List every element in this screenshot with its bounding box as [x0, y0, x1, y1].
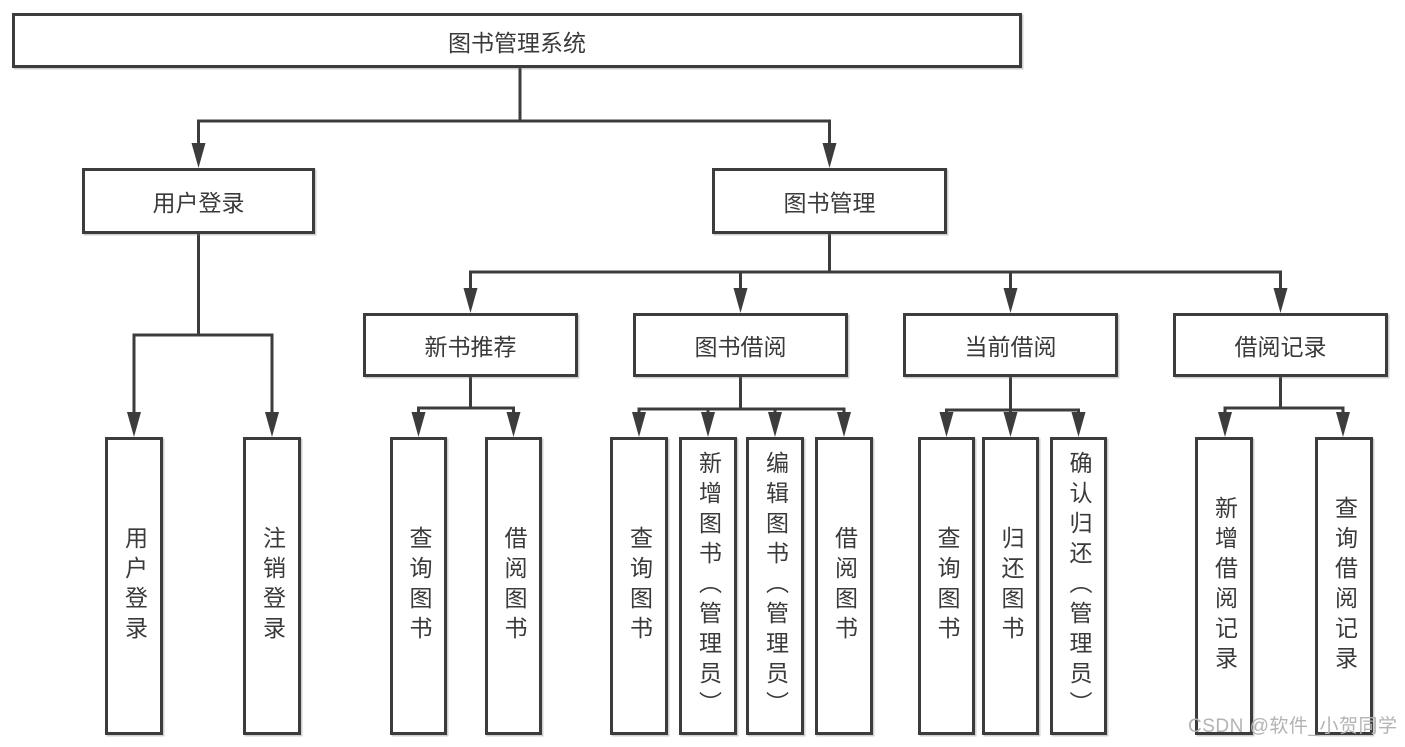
arrowhead	[265, 412, 279, 437]
arrowhead	[939, 412, 954, 437]
edge-newbooks-to-leaves	[417, 377, 515, 420]
leaf-add-borrow-record: 新增借阅记录	[1195, 437, 1253, 735]
arrowhead	[632, 412, 646, 437]
node-system-root: 图书管理系统	[12, 13, 1022, 68]
arrowhead	[701, 412, 715, 437]
arrowhead	[506, 412, 521, 437]
node-new-book-recommend: 新书推荐	[363, 313, 578, 377]
node-label: 归还图书	[998, 526, 1024, 646]
node-label: 图书借阅	[694, 334, 787, 360]
node-label: 新增图书（管理员）	[695, 451, 722, 721]
node-user-login-group: 用户登录	[82, 168, 315, 234]
node-label: 查询图书	[406, 526, 432, 646]
node-label: 确认归还（管理员）	[1066, 451, 1092, 721]
edge-current-to-leaves	[945, 377, 1080, 420]
node-borrow-records: 借阅记录	[1173, 313, 1388, 377]
arrowhead	[1336, 412, 1350, 437]
arrowhead	[191, 143, 206, 168]
arrowhead	[1071, 412, 1086, 437]
node-label: 借阅图书	[501, 526, 527, 646]
arrowhead	[1003, 412, 1018, 437]
arrowhead	[463, 288, 478, 313]
node-label: 图书管理系统	[448, 29, 586, 56]
leaf-query-borrow-record: 查询借阅记录	[1315, 437, 1373, 735]
edge-root-to-level1	[197, 68, 831, 150]
leaf-borrow-books-recommend: 借阅图书	[485, 437, 542, 735]
node-book-management: 图书管理	[712, 168, 947, 234]
csdn-watermark: CSDN @软件_小贺同学	[1188, 716, 1398, 737]
arrowhead	[411, 412, 426, 437]
arrowhead	[837, 412, 851, 437]
arrowhead	[1003, 288, 1018, 313]
node-label: 当前借阅	[964, 334, 1057, 360]
arrowhead	[1218, 412, 1232, 437]
leaf-edit-books-admin: 编辑图书（管理员）	[746, 437, 804, 735]
arrowhead	[1273, 288, 1288, 313]
node-label: 用户登录	[121, 526, 148, 646]
node-label: 借阅记录	[1234, 334, 1327, 360]
node-current-borrow: 当前借阅	[903, 313, 1118, 377]
node-book-borrow: 图书借阅	[633, 313, 848, 377]
arrowhead	[768, 412, 782, 437]
edge-userlogin-to-leaves	[132, 234, 274, 420]
leaf-return-books: 归还图书	[982, 437, 1039, 735]
arrowhead	[733, 288, 748, 313]
leaf-borrow-books: 借阅图书	[815, 437, 873, 735]
leaf-add-books-admin: 新增图书（管理员）	[679, 437, 737, 735]
node-label: 查询图书	[626, 526, 653, 646]
leaf-logout: 注销登录	[243, 437, 301, 735]
arrowhead	[127, 412, 141, 437]
node-label: 新增借阅记录	[1211, 496, 1238, 676]
leaf-query-books-recommend: 查询图书	[390, 437, 447, 735]
node-label: 查询图书	[934, 526, 960, 646]
node-label: 注销登录	[259, 526, 286, 646]
edge-bookmgmt-to-level2	[469, 234, 1282, 295]
leaf-user-login: 用户登录	[105, 437, 163, 735]
leaf-confirm-return-admin: 确认归还（管理员）	[1050, 437, 1107, 735]
edge-records-to-leaves	[1223, 377, 1345, 420]
edge-borrow-to-leaves	[637, 377, 846, 420]
leaf-query-books-current: 查询图书	[918, 437, 975, 735]
node-label: 图书管理	[783, 190, 876, 216]
node-label: 借阅图书	[831, 526, 858, 646]
node-label: 编辑图书（管理员）	[762, 451, 789, 721]
node-label: 新书推荐	[424, 334, 517, 360]
node-label: 查询借阅记录	[1331, 496, 1358, 676]
node-label: 用户登录	[152, 190, 245, 216]
arrowhead	[822, 143, 837, 168]
leaf-query-books: 查询图书	[610, 437, 668, 735]
